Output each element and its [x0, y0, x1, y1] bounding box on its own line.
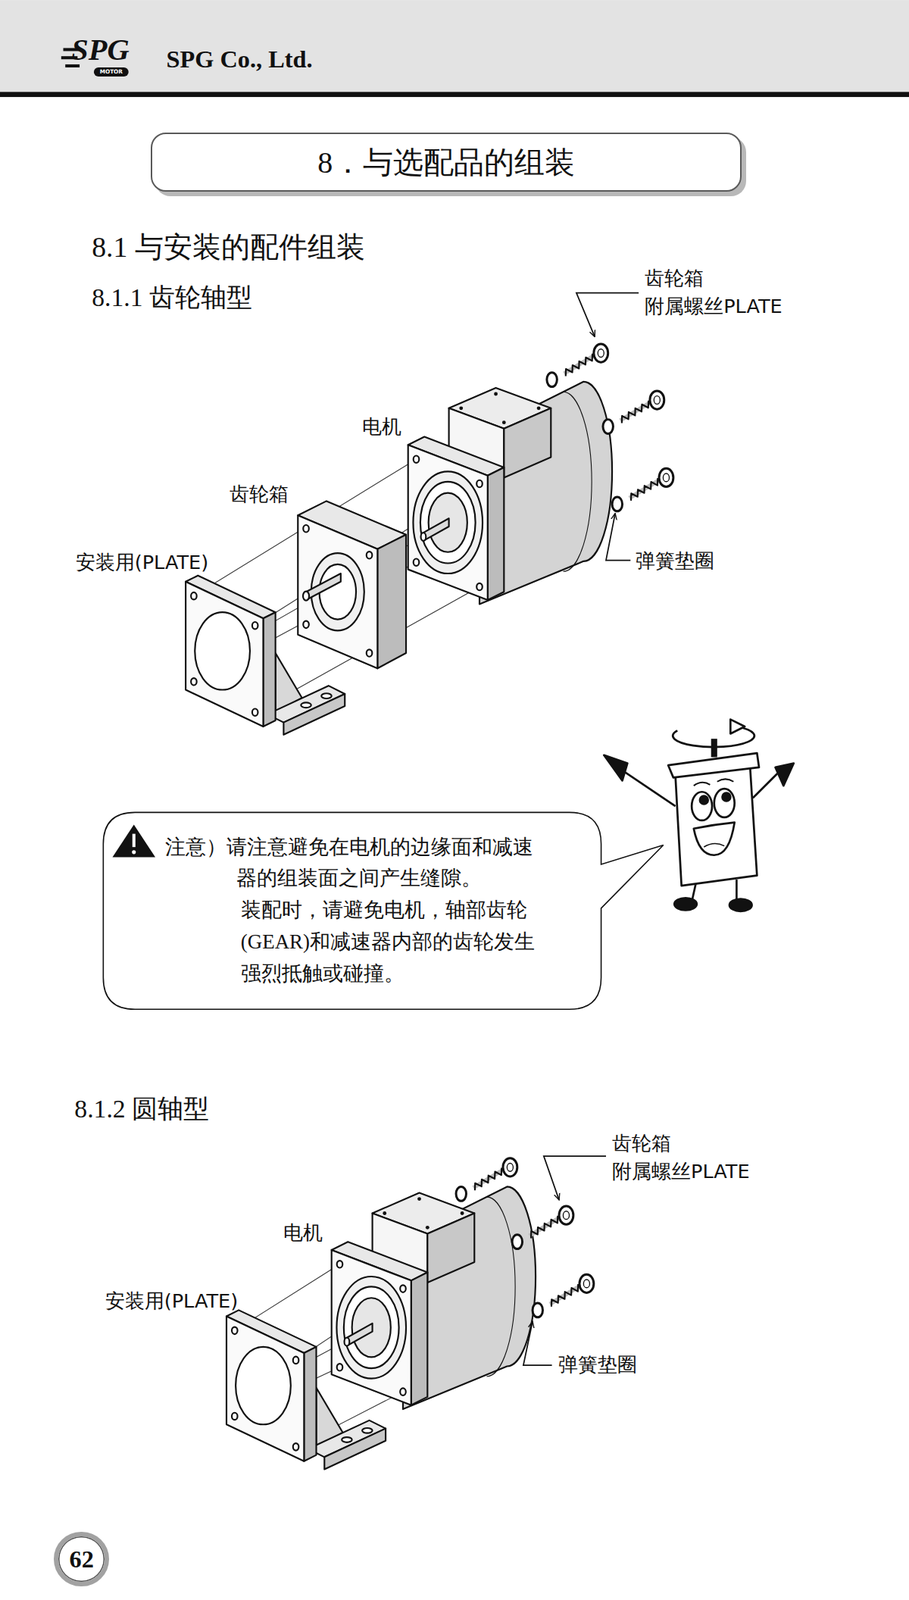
screw-drawing	[456, 1158, 518, 1202]
gearbox-drawing	[297, 515, 378, 669]
mascot-figure	[729, 899, 753, 912]
mascot-figure	[703, 843, 725, 847]
part-label: 安装用(PLATE)	[75, 550, 210, 575]
leader-line	[576, 293, 639, 338]
part-label: 齿轮箱 附属螺丝PLATE	[612, 1129, 750, 1186]
mascot-figure	[674, 897, 697, 910]
screw-drawing	[546, 343, 609, 388]
leader-line	[523, 1321, 553, 1366]
warning-icon	[112, 824, 156, 857]
leader-line	[543, 1155, 606, 1200]
header-rule	[0, 91, 909, 97]
title-box: 8．与选配品的组装	[150, 132, 742, 192]
gearbox-drawing	[319, 564, 357, 620]
callout-outline	[103, 812, 663, 1009]
part-label: 弹簧垫圈	[558, 1352, 638, 1377]
logo-text: SPG	[71, 31, 129, 69]
logo-mark	[93, 67, 129, 77]
note-text: 装配时，请避免电机，轴部齿轮(GEAR)和减速器内部的齿轮发生强烈抵触或碰撞。	[165, 894, 546, 990]
header-band	[0, 0, 909, 92]
screw-drawing	[512, 1205, 574, 1250]
mascot-figure	[714, 788, 735, 818]
gearbox-drawing	[297, 500, 407, 669]
mascot-figure	[668, 752, 760, 778]
gearbox-drawing	[377, 534, 407, 669]
caution-text: 注意）请注意避免在电机的边缘面和减速器的组装面之间产生缝隙。	[165, 831, 546, 896]
mascot-figure	[775, 763, 794, 787]
page-number: 62	[69, 1546, 94, 1572]
mounting-plate-drawing	[185, 575, 345, 735]
logo-subtext: MOTOR	[99, 68, 123, 75]
part-label: 安装用(PLATE)	[105, 1289, 239, 1313]
screw-drawing	[612, 468, 674, 512]
gearbox-drawing	[306, 573, 341, 600]
mounting-plate-drawing	[226, 1309, 386, 1469]
subsection-heading: 8.1.2 圆轴型	[74, 1093, 210, 1125]
gearbox-drawing	[303, 591, 310, 601]
section-heading: 8.1 与安装的配件组装	[91, 230, 366, 265]
mascot-figure	[730, 719, 745, 735]
screw-drawing	[532, 1274, 594, 1318]
mascot-figure	[603, 755, 628, 781]
subsection-heading: 8.1.1 齿轮轴型	[91, 282, 253, 313]
mascot-figure	[693, 782, 711, 786]
mascot-figure	[711, 738, 718, 757]
mascot-figure	[675, 763, 758, 887]
caution-callout: 注意）请注意避免在电机的边缘面和减速器的组装面之间产生缝隙。装配时，请避免电机，…	[102, 811, 603, 1011]
part-label: 弹簧垫圈	[635, 549, 715, 573]
company-name: SPG Co., Ltd.	[166, 44, 313, 75]
warning-icon	[131, 849, 136, 854]
leader-line	[606, 513, 631, 561]
callout-text: 注意）请注意避免在电机的边缘面和减速器的组装面之间产生缝隙。装配时，请避免电机，…	[165, 831, 546, 991]
page-number-circle: 62	[53, 1531, 110, 1587]
gearbox-drawing	[366, 649, 373, 656]
motor-drawing	[408, 381, 613, 605]
mascot-figure	[691, 791, 713, 821]
mascot-figure	[722, 793, 731, 802]
gearbox-drawing	[366, 551, 373, 559]
mascot-figure	[717, 778, 735, 781]
mascot-figure	[693, 822, 735, 856]
part-label: 电机	[362, 415, 402, 439]
screw-drawing	[602, 390, 665, 435]
mascot-figure	[603, 719, 794, 912]
mascot-figure	[622, 770, 676, 806]
mascot-figure	[699, 796, 709, 805]
gearbox-drawing	[303, 524, 310, 532]
part-label: 齿轮箱	[229, 482, 289, 507]
warning-icon	[131, 833, 135, 847]
motor-drawing	[331, 1186, 536, 1409]
part-label: 电机	[283, 1221, 323, 1245]
section-title: 8．与选配品的组装	[317, 141, 575, 184]
gearbox-drawing	[303, 621, 310, 628]
part-label: 齿轮箱 附属螺丝PLATE	[644, 264, 783, 321]
mascot-figure	[752, 773, 778, 798]
